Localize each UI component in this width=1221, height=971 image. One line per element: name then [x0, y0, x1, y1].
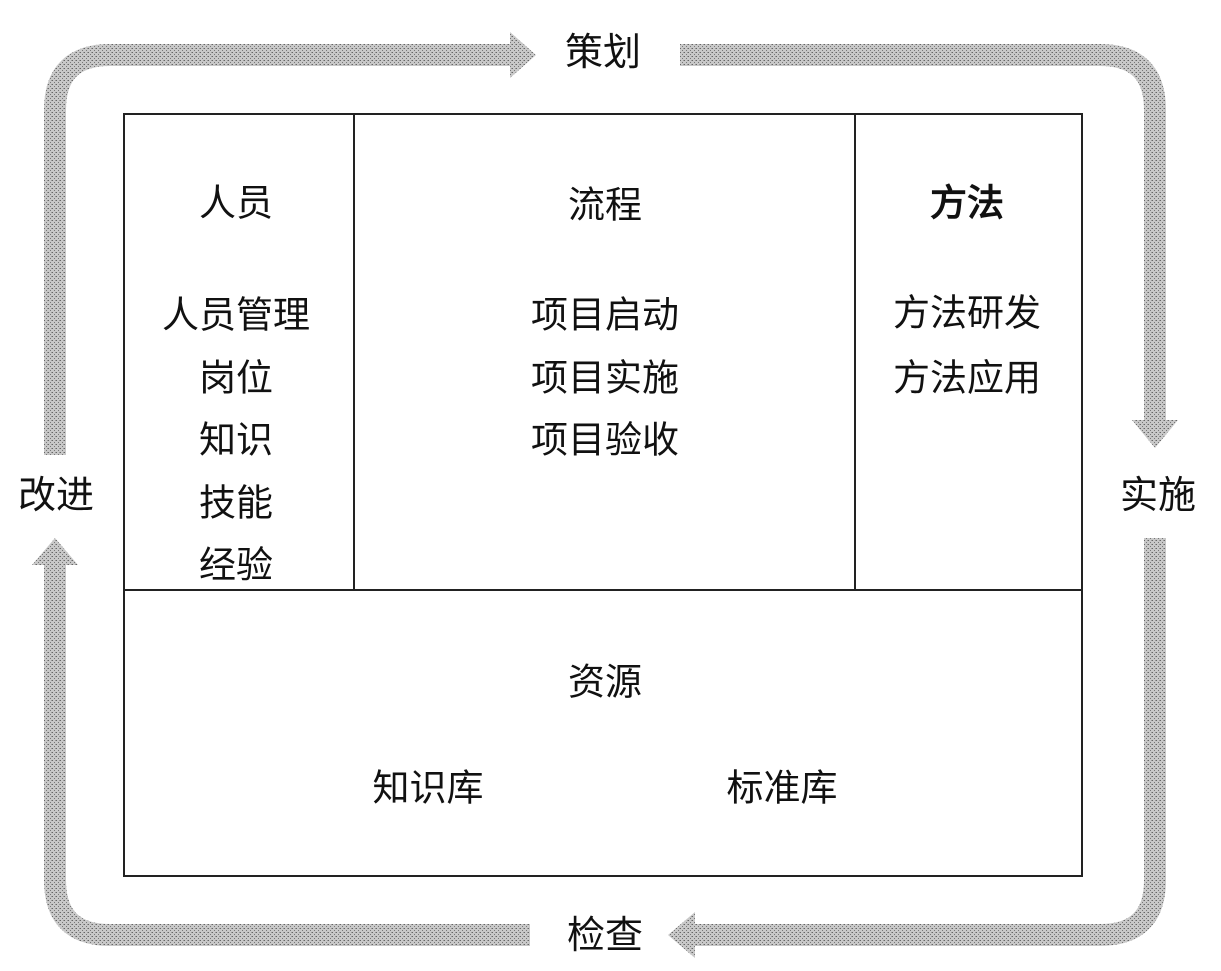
people-item: 岗位 [199, 356, 273, 400]
resources-title: 资源 [568, 660, 642, 704]
process-item: 项目启动 [531, 293, 679, 337]
people-title: 人员 [199, 181, 273, 225]
method-item: 方法应用 [893, 356, 1041, 400]
divider [854, 113, 856, 590]
arrow-check-to-act [44, 565, 530, 946]
label-do: 实施 [1119, 473, 1197, 517]
people-item: 技能 [199, 481, 273, 525]
label-plan: 策划 [564, 30, 642, 74]
arrowhead-right-icon [510, 32, 536, 78]
label-act: 改进 [17, 473, 95, 517]
arrowhead-left-icon [668, 912, 695, 958]
arrowhead-down-icon [1132, 420, 1178, 448]
divider [353, 113, 355, 590]
arrow-do-to-check [695, 538, 1166, 946]
process-item: 项目实施 [531, 356, 679, 400]
resources-item: 知识库 [372, 766, 484, 810]
arrowhead-up-icon [32, 538, 78, 565]
resources-item: 标准库 [726, 766, 838, 810]
people-item: 人员管理 [162, 293, 310, 337]
people-item: 知识 [199, 418, 273, 462]
process-title: 流程 [568, 183, 642, 227]
arrow-plan-to-do [680, 44, 1166, 420]
label-check: 检查 [566, 913, 644, 957]
arrow-act-to-plan [44, 44, 512, 455]
people-item: 经验 [199, 543, 273, 587]
framework-box [123, 113, 1083, 877]
divider [123, 589, 1083, 591]
process-item: 项目验收 [531, 418, 679, 462]
method-item: 方法研发 [893, 291, 1041, 335]
method-title: 方法 [930, 181, 1004, 225]
